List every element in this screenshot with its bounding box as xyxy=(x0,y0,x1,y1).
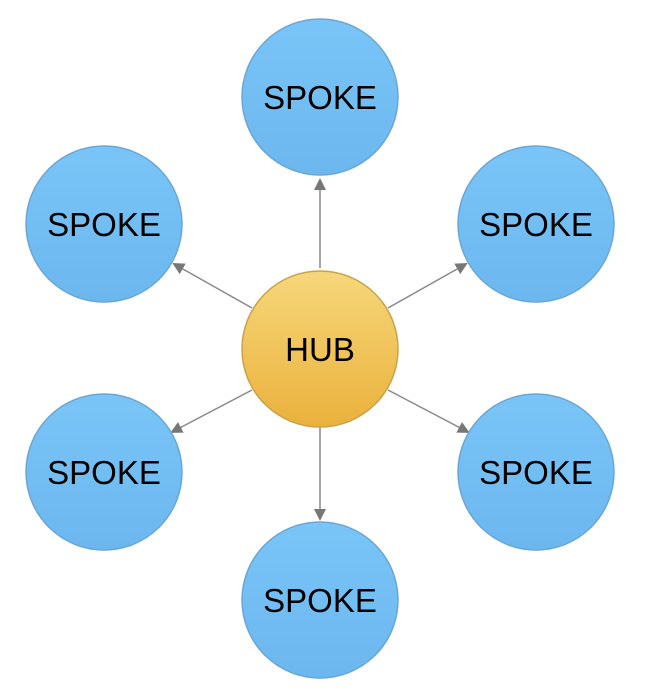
spoke-node-top-right: SPOKE xyxy=(457,145,615,303)
connectors xyxy=(170,178,470,521)
spoke-node-bottom-right: SPOKE xyxy=(457,393,615,551)
spoke-label: SPOKE xyxy=(47,206,161,243)
spoke-node-bottom: SPOKE xyxy=(241,521,399,679)
spoke-node-bottom-left: SPOKE xyxy=(25,393,183,551)
spoke-label: SPOKE xyxy=(263,582,377,619)
spoke-node-top-left: SPOKE xyxy=(25,145,183,303)
connector-top-right xyxy=(387,263,468,309)
spoke-label: SPOKE xyxy=(263,79,377,116)
hub-label: HUB xyxy=(285,331,355,368)
spoke-label: SPOKE xyxy=(47,454,161,491)
hub-node: HUB xyxy=(241,270,399,428)
connector-bottom-left xyxy=(170,389,253,433)
spoke-label: SPOKE xyxy=(479,206,593,243)
connector-top-left xyxy=(172,263,253,309)
spoke-label: SPOKE xyxy=(479,454,593,491)
spoke-node-top: SPOKE xyxy=(241,18,399,176)
connector-bottom-right xyxy=(387,389,470,433)
